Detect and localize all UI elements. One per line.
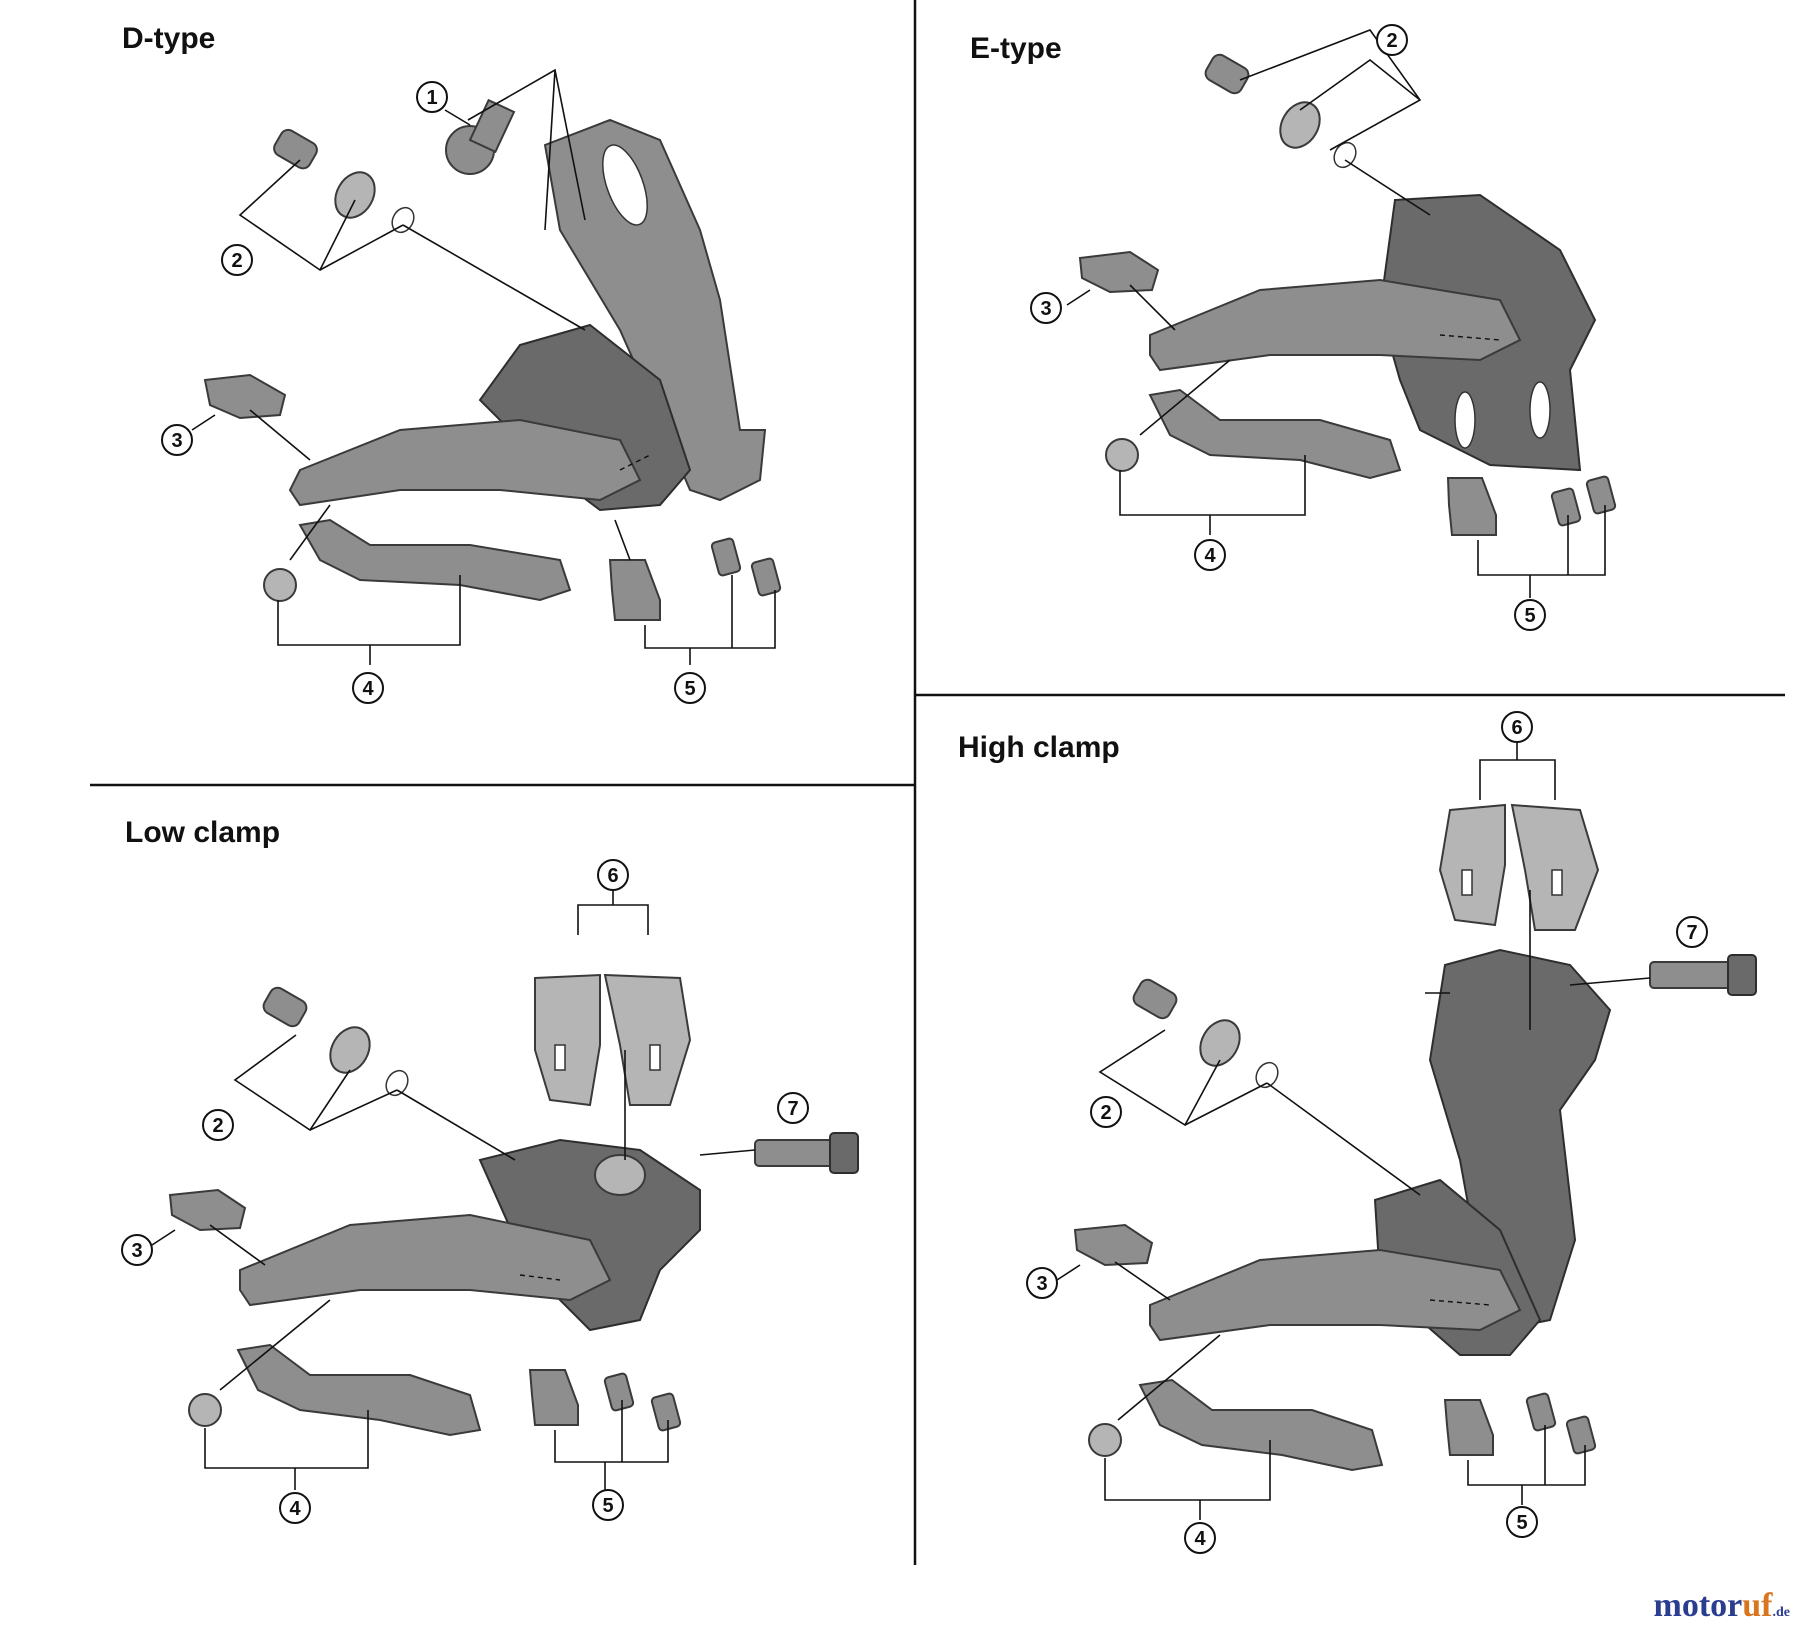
callout-3: 3 (1040, 298, 1051, 320)
stopper-part (203, 373, 287, 420)
adjust-bolt-set-part (273, 128, 415, 234)
callout-1: 1 (426, 87, 437, 109)
cable-clip-set-part (608, 537, 782, 621)
link-plate-part (1088, 1378, 1384, 1472)
panel-title-e-type: E-type (970, 32, 1062, 65)
chain-guide-plate-part (1149, 1248, 1522, 1342)
stopper-part (168, 1188, 247, 1232)
callout-5: 5 (602, 1495, 613, 1517)
callout-2: 2 (1386, 30, 1397, 52)
adjust-bolt-set-part (1204, 53, 1357, 169)
panel-high-clamp: High clamp (958, 711, 1757, 1554)
link-plate-part (188, 1343, 482, 1437)
derailleur-cage-part (478, 323, 692, 512)
callout-4: 4 (289, 1498, 301, 1520)
callout-2: 2 (1100, 1102, 1111, 1124)
cable-clip-set-part (1446, 475, 1617, 536)
callout-3: 3 (131, 1240, 142, 1262)
panel-title-low-clamp: Low clamp (125, 816, 280, 849)
chain-guide-plate-part (1149, 278, 1522, 372)
callout-2: 2 (212, 1115, 223, 1137)
motoruf-watermark: motoruf.de (1654, 1587, 1790, 1625)
callout-6: 6 (607, 865, 618, 887)
panel-title-high-clamp: High clamp (958, 731, 1120, 764)
callout-4: 4 (1194, 1528, 1206, 1550)
watermark-part-1: motor (1653, 1587, 1743, 1624)
callout-4: 4 (362, 678, 374, 700)
callout-5: 5 (1516, 1512, 1527, 1534)
callout-7: 7 (1686, 922, 1697, 944)
clamp-bolt-part (1649, 954, 1757, 996)
link-plate-part (263, 518, 572, 602)
callout-5: 5 (1524, 605, 1535, 627)
braze-on-bracket-part (543, 118, 767, 502)
callout-3: 3 (1036, 1273, 1047, 1295)
link-plate-part (1105, 388, 1402, 480)
mount-bolt-part (445, 98, 516, 175)
callout-5: 5 (684, 678, 695, 700)
cable-clip-set-part (1443, 1392, 1597, 1456)
callout-3: 3 (171, 430, 182, 452)
cable-clip-set-part (528, 1369, 682, 1432)
panel-e-type: E-type 2 3 4 (970, 24, 1617, 631)
stopper-part (1073, 1223, 1154, 1267)
callout-6: 6 (1511, 717, 1522, 739)
chain-guide-plate-part (239, 1213, 612, 1307)
panel-low-clamp: Low clamp (121, 816, 859, 1524)
callout-7: 7 (787, 1098, 798, 1120)
stopper-part (1078, 250, 1160, 294)
watermark-part-2: uf (1742, 1587, 1773, 1624)
panel-d-type: D-type (122, 22, 782, 704)
adjust-bolt-set-part (262, 986, 409, 1097)
callout-4: 4 (1204, 545, 1216, 567)
callout-2: 2 (231, 250, 242, 272)
clamp-bolt-part (754, 1132, 859, 1174)
adjust-bolt-set-part (1132, 978, 1279, 1089)
watermark-part-3: .de (1772, 1605, 1791, 1620)
clamp-band-set-part (1438, 803, 1600, 931)
chain-guide-plate-part (288, 418, 642, 507)
panel-title-d-type: D-type (122, 22, 215, 55)
clamp-band-set-part (534, 973, 692, 1107)
